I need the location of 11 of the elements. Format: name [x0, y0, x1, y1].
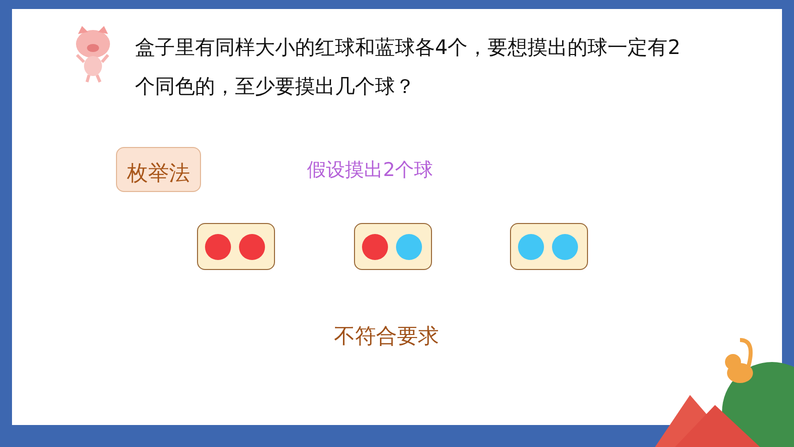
- question-text: 盒子里有同样大小的红球和蓝球各4个，要想摸出的球一定有2个同色的，至少要摸出几个球？: [135, 34, 682, 100]
- result-text: 不符合要求: [334, 323, 439, 350]
- ball: [362, 234, 388, 260]
- method-box: [116, 147, 201, 192]
- ball: [396, 234, 422, 260]
- ball: [205, 234, 231, 260]
- method-label: 枚举法: [127, 160, 190, 187]
- assumption-text: 假设摸出2个球: [307, 158, 434, 183]
- ball: [239, 234, 265, 260]
- ball: [552, 234, 578, 260]
- ball: [518, 234, 544, 260]
